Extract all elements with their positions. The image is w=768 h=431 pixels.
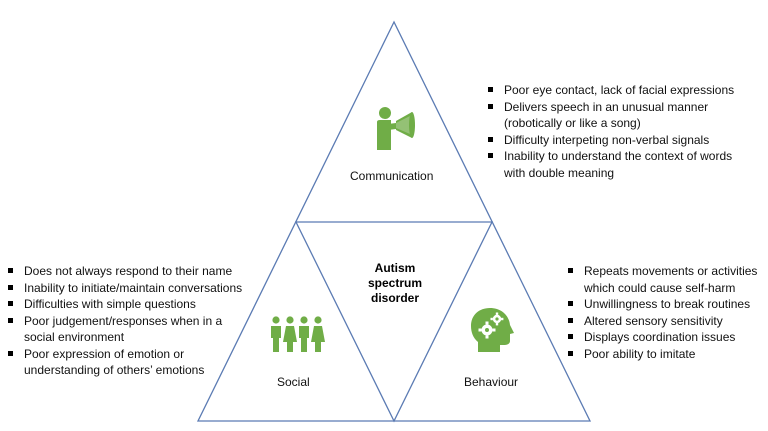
list-item: Inability to understand the context of w…: [486, 148, 734, 181]
list-item: Altered sensory sensitivity: [566, 313, 757, 330]
list-item: Does not always respond to their name: [6, 263, 242, 280]
center-title-line: disorder: [370, 291, 419, 305]
list-item: Delivers speech in an unusual manner(rob…: [486, 99, 734, 132]
list-item: Poor eye contact, lack of facial express…: [486, 82, 734, 99]
list-item: Difficulty interpeting non-verbal signal…: [486, 132, 734, 149]
list-item: Inability to initiate/maintain conversat…: [6, 280, 242, 297]
list-item: Difficulties with simple questions: [6, 296, 242, 313]
behaviour-label: Behaviour: [464, 375, 519, 389]
communication-bullet-list: Poor eye contact, lack of facial express…: [486, 82, 734, 181]
group-of-people-icon: [271, 316, 325, 352]
center-title-line: Autism: [374, 261, 416, 275]
center-title-line: spectrum: [367, 276, 423, 290]
megaphone-person-icon: [377, 107, 415, 150]
head-with-gears-icon: [471, 308, 514, 352]
social-label: Social: [277, 375, 310, 389]
list-item: Unwillingness to break routines: [566, 296, 757, 313]
social-bullet-list: Does not always respond to their name In…: [6, 263, 242, 379]
inner-triangle: [294, 221, 494, 423]
communication-label: Communication: [350, 169, 434, 183]
list-item: Displays coordination issues: [566, 329, 757, 346]
list-item: Poor ability to imitate: [566, 346, 757, 363]
center-title: Autism spectrum disorder: [355, 261, 435, 306]
